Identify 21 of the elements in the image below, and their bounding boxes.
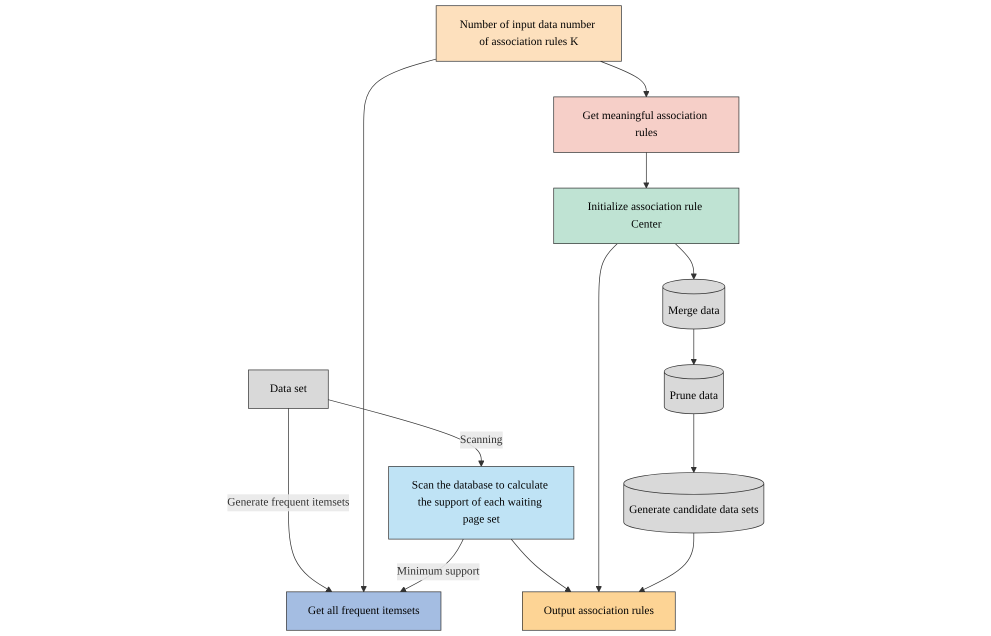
node-box: Scan the database to calculate the support of each waiting page set (388, 466, 574, 540)
node-box: Get all frequent itemsets (286, 591, 442, 631)
arrow (328, 399, 484, 467)
arrow (510, 538, 572, 592)
node-box: Get meaningful association rules (553, 96, 740, 153)
arrow (690, 413, 697, 473)
arrow (596, 243, 618, 592)
arrow (600, 60, 650, 98)
arrow (690, 328, 697, 365)
arrow (288, 408, 332, 592)
edge-label: Minimum support (396, 565, 480, 578)
node-box: Initialize association rule Center (553, 188, 740, 244)
node-box: Output association rules (522, 591, 676, 631)
arrow (360, 58, 436, 592)
arrow (674, 243, 697, 280)
node-box: Data set (248, 370, 329, 409)
edge-label: Scanning (460, 434, 502, 446)
arrow (638, 532, 694, 592)
edge-label: Generate frequent itemsets (227, 496, 350, 508)
arrow (643, 152, 650, 188)
node-box: Number of input data number of association rules K (436, 5, 622, 62)
